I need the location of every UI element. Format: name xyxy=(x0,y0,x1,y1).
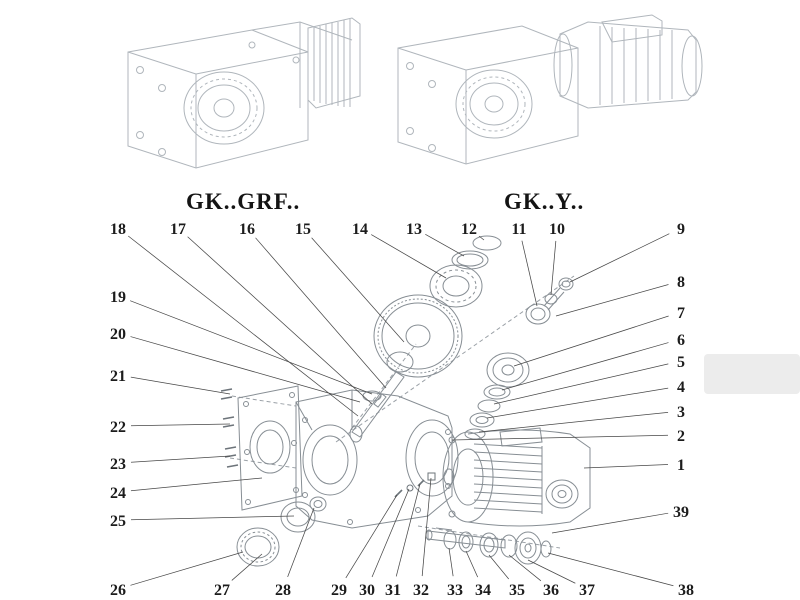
output-shaft-drawing xyxy=(349,371,405,443)
leader-line-22 xyxy=(130,423,231,427)
secondary-shaft-assembly-drawing xyxy=(425,527,552,565)
upper-bearing-drawing xyxy=(429,264,483,308)
leader-line-19 xyxy=(129,300,373,395)
leader-lines xyxy=(128,233,674,587)
leader-line-1 xyxy=(583,464,669,469)
leader-line-24 xyxy=(130,477,263,492)
leader-line-35 xyxy=(488,554,510,580)
leader-line-18 xyxy=(128,235,359,417)
callout-number-33: 33 xyxy=(447,582,463,599)
leader-line-36 xyxy=(508,554,542,582)
callout-number-2: 2 xyxy=(677,428,685,445)
exploded-view-drawing xyxy=(220,235,591,567)
callout-number-6: 6 xyxy=(677,332,685,349)
gearbox-assembled-drawing-grf xyxy=(127,17,361,169)
callout-number-8: 8 xyxy=(677,274,685,291)
leader-line-12 xyxy=(478,235,485,241)
leader-line-38 xyxy=(547,552,674,587)
callout-number-15: 15 xyxy=(295,221,311,238)
callout-number-35: 35 xyxy=(509,582,525,599)
callout-number-7: 7 xyxy=(677,305,685,322)
callout-number-36: 36 xyxy=(543,582,559,599)
callout-number-26: 26 xyxy=(110,582,126,599)
callout-number-24: 24 xyxy=(110,485,126,502)
callout-number-4: 4 xyxy=(677,379,685,396)
model-label-gk-grf: GK..GRF.. xyxy=(186,189,301,214)
leader-line-11 xyxy=(521,240,538,307)
callout-number-31: 31 xyxy=(385,582,401,599)
leader-line-17 xyxy=(187,236,373,405)
callout-number-13: 13 xyxy=(406,221,422,238)
leader-line-26 xyxy=(130,551,244,586)
leader-line-8 xyxy=(555,284,669,317)
lower-bearing-rings-drawing xyxy=(236,496,327,567)
callout-number-28: 28 xyxy=(275,582,291,599)
callout-number-9: 9 xyxy=(677,221,685,238)
callout-number-11: 11 xyxy=(511,221,526,238)
leader-line-33 xyxy=(448,547,454,577)
leader-line-14 xyxy=(371,234,447,279)
flange-screws-drawing xyxy=(220,388,239,468)
callout-number-3: 3 xyxy=(677,404,685,421)
callout-number-20: 20 xyxy=(110,326,126,343)
leader-line-13 xyxy=(425,234,465,257)
leader-line-37 xyxy=(527,559,576,584)
leader-line-10 xyxy=(550,240,557,296)
callout-number-21: 21 xyxy=(110,368,126,385)
leader-line-2 xyxy=(451,434,669,441)
callout-number-19: 19 xyxy=(110,289,126,306)
callout-number-12: 12 xyxy=(461,221,477,238)
intermediate-gear-stack-drawing xyxy=(464,352,530,440)
leader-line-21 xyxy=(130,376,231,395)
callout-number-37: 37 xyxy=(579,582,595,599)
leader-line-9 xyxy=(569,233,670,283)
callout-number-32: 32 xyxy=(413,582,429,599)
motor-drawing xyxy=(442,427,591,527)
leader-line-28 xyxy=(287,507,315,577)
watermark-patch xyxy=(704,354,800,394)
leader-line-39 xyxy=(551,512,669,534)
leader-line-27 xyxy=(231,553,263,581)
callout-number-17: 17 xyxy=(170,221,186,238)
callout-number-10: 10 xyxy=(549,221,565,238)
leader-line-6 xyxy=(501,342,669,391)
callout-number-34: 34 xyxy=(475,582,491,599)
leader-line-31 xyxy=(395,483,421,577)
output-gear-drawing xyxy=(373,294,463,378)
leader-line-29 xyxy=(345,494,398,579)
callout-number-30: 30 xyxy=(359,582,375,599)
retaining-rings-drawing xyxy=(451,235,502,270)
callout-number-1: 1 xyxy=(677,457,685,474)
leader-line-20 xyxy=(130,336,361,403)
leader-line-7 xyxy=(513,315,669,367)
small-fasteners-drawing xyxy=(394,472,436,498)
callout-number-29: 29 xyxy=(331,582,347,599)
callout-number-38: 38 xyxy=(678,582,694,599)
callout-number-25: 25 xyxy=(110,513,126,530)
callout-number-14: 14 xyxy=(352,221,368,238)
callout-number-23: 23 xyxy=(110,456,126,473)
callout-number-5: 5 xyxy=(677,354,685,371)
leader-line-23 xyxy=(130,455,231,463)
callout-number-18: 18 xyxy=(110,221,126,238)
leader-line-15 xyxy=(311,237,405,343)
leader-line-30 xyxy=(371,488,410,578)
flange-plate-drawing xyxy=(237,385,303,511)
callout-number-22: 22 xyxy=(110,419,126,436)
callout-number-27: 27 xyxy=(214,582,230,599)
leader-line-32 xyxy=(421,477,432,577)
model-label-gk-y: GK..Y.. xyxy=(504,189,585,214)
callout-number-39: 39 xyxy=(673,504,689,521)
leader-line-5 xyxy=(493,363,669,405)
gearbox-assembled-drawing-y xyxy=(397,14,703,165)
callout-number-16: 16 xyxy=(239,221,255,238)
leader-line-16 xyxy=(255,237,387,389)
input-pinion-drawing xyxy=(525,277,574,325)
leader-line-4 xyxy=(486,387,669,419)
leader-line-25 xyxy=(130,515,295,521)
leader-line-3 xyxy=(478,411,669,433)
leader-line-34 xyxy=(465,550,479,578)
